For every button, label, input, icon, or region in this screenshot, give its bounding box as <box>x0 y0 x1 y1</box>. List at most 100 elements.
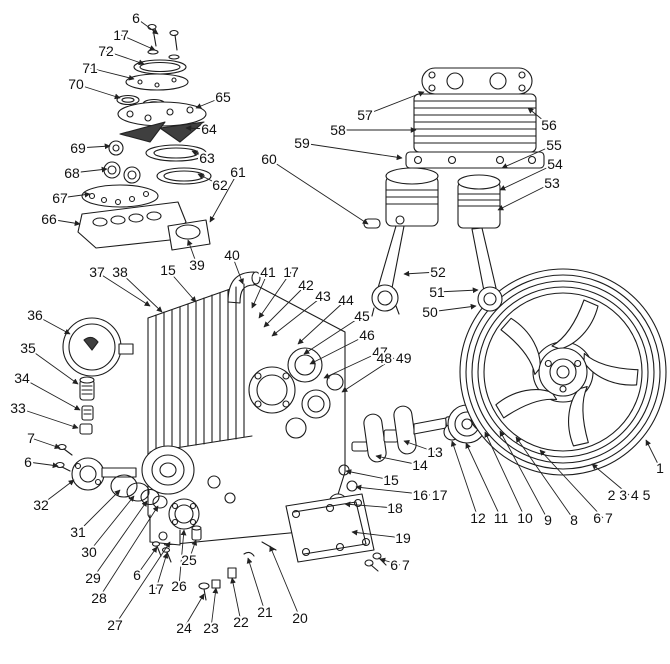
leader-line <box>375 454 421 466</box>
part-callout-48-49: 48 49 <box>341 348 414 393</box>
part-callout-11: 11 <box>465 442 510 528</box>
part-number-label: 43 <box>315 288 331 304</box>
part-callout-57: 57 <box>355 91 425 125</box>
part-callout-54: 54 <box>499 154 565 191</box>
part-number-label: 39 <box>189 257 205 273</box>
part-callout-37: 37 <box>87 262 151 307</box>
part-number-label: 17 <box>283 264 299 280</box>
leader-line <box>429 303 477 313</box>
leader-line <box>88 495 135 553</box>
part-callout-72: 72 <box>96 41 145 66</box>
leader-line <box>645 439 661 469</box>
base-plate-drawing <box>285 493 387 572</box>
part-callout-10: 10 <box>484 431 535 528</box>
leader-line <box>403 270 439 277</box>
part-number-label: 34 <box>14 370 30 386</box>
part-number-label: 6 <box>133 567 141 583</box>
part-callout-66: 66 <box>39 209 81 229</box>
leader-line <box>231 254 244 285</box>
part-callout-45: 45 <box>303 306 372 355</box>
leader-line <box>271 295 324 337</box>
part-callout-24: 24 <box>174 593 205 638</box>
leader-line <box>188 539 198 561</box>
part-number-label: 56 <box>541 117 557 133</box>
part-callout-28: 28 <box>89 505 159 608</box>
part-number-label: 38 <box>112 264 128 280</box>
leader-line <box>191 150 208 159</box>
part-number-label: 72 <box>98 43 114 59</box>
part-callout-13: 13 <box>403 440 445 462</box>
part-callout-33: 33 <box>8 398 79 430</box>
pump-body-drawing <box>141 271 358 546</box>
part-number-label: 6 7 <box>593 510 613 526</box>
leader-line <box>484 431 526 519</box>
part-callout-68: 68 <box>62 163 108 183</box>
part-callout-19: 19 <box>351 528 413 548</box>
leader-line <box>230 577 242 623</box>
part-callout-40: 40 <box>222 245 244 285</box>
part-number-label: 37 <box>89 264 105 280</box>
leader-line <box>119 271 163 313</box>
part-number-label: 60 <box>261 151 277 167</box>
leader-line <box>89 67 135 81</box>
leader-line <box>197 173 221 186</box>
part-callout-56: 56 <box>527 107 559 135</box>
part-number-label: 22 <box>233 614 249 630</box>
part-callout-58: 58 <box>328 120 417 140</box>
leader-line <box>209 171 239 223</box>
leader-line <box>351 529 404 539</box>
part-callout-59: 59 <box>292 133 403 161</box>
leader-line <box>48 218 81 227</box>
part-number-label: 52 <box>430 264 446 280</box>
part-callout-60: 60 <box>259 149 369 225</box>
leader-line <box>187 239 198 266</box>
part-number-label: 36 <box>27 307 43 323</box>
leader-line <box>114 541 171 626</box>
leader-line <box>210 587 219 629</box>
part-number-label: 2 3 4 5 <box>608 487 651 503</box>
part-number-label: 71 <box>82 60 98 76</box>
part-number-label: 48 49 <box>376 350 411 366</box>
leader-line <box>30 437 61 450</box>
part-callout-41: 41 <box>251 262 278 309</box>
part-number-label: 44 <box>338 292 354 308</box>
leader-line <box>345 469 392 481</box>
part-number-label: 59 <box>294 135 310 151</box>
part-number-label: 31 <box>70 524 86 540</box>
part-callout-18: 18 <box>344 498 405 518</box>
part-callout-36: 36 <box>25 305 71 335</box>
leader-line <box>515 436 575 521</box>
part-callout-30: 30 <box>79 495 135 562</box>
part-callout-50: 50 <box>420 302 477 322</box>
part-number-label: 32 <box>33 497 49 513</box>
part-callout-23: 23 <box>201 587 221 638</box>
leader-line <box>436 287 479 294</box>
leader-line <box>246 557 266 613</box>
part-number-label: 15 <box>160 262 176 278</box>
leader-line <box>539 449 604 519</box>
leader-line <box>499 430 549 521</box>
part-number-label: 19 <box>395 530 411 546</box>
leader-line <box>167 269 197 303</box>
leader-line <box>591 463 630 496</box>
leader-line <box>465 442 502 519</box>
leader-line <box>379 557 401 566</box>
leader-line <box>269 545 301 619</box>
leader-line <box>21 377 81 411</box>
part-number-label: 40 <box>224 247 240 263</box>
leader-line <box>96 271 151 307</box>
part-number-label: 17 <box>148 581 164 597</box>
part-callout-2-3-4-5: 2 3 4 5 <box>591 463 653 505</box>
leader-line <box>183 593 205 629</box>
part-callout-38: 38 <box>110 262 163 313</box>
leader-line <box>135 17 159 35</box>
part-number-label: 18 <box>387 500 403 516</box>
part-callout-1: 1 <box>645 439 666 478</box>
leader-line <box>27 461 59 469</box>
part-number-label: 57 <box>357 107 373 123</box>
leader-line <box>77 489 121 533</box>
part-number-label: 47 <box>372 344 388 360</box>
part-number-label: 65 <box>215 89 231 105</box>
leader-line <box>501 144 555 169</box>
